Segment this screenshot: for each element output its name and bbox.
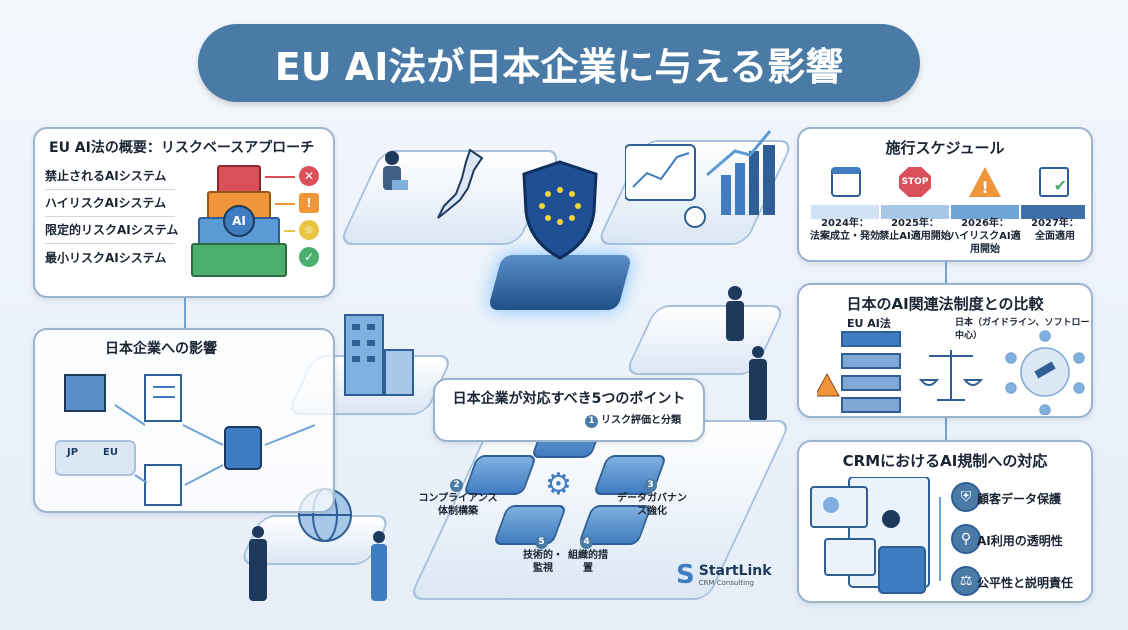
timeline-segment (1021, 205, 1085, 219)
check-icon: ✓ (299, 247, 319, 267)
x-icon: ✕ (299, 166, 319, 186)
schedule-heading: 施行スケジュール (885, 139, 1005, 157)
milestone-2026: 2026年：ハイリスクAI適用開始 (949, 218, 1021, 255)
chart-dashboard-illustration (624, 125, 785, 235)
gear-icon: ⚙ (545, 467, 572, 502)
person-laptop-illustration (378, 150, 408, 210)
crm-item-accountability: 公平性と説明責任 (977, 576, 1074, 590)
overview-panel: EU AI法の概要：リスクベースアプローチ 禁止されるAIシステム ハイリスクA… (33, 127, 335, 298)
comparison-heading: 日本のAI関連法制度との比較 (846, 295, 1044, 313)
japan-label: 日本（ガイドライン、ソフトロー中心） (955, 318, 1090, 341)
connector (945, 262, 947, 283)
crm-panel: CRMにおけるAI規制への対応 ⛨ ⚲ ⚖ 顧客データ保護 AI利用の透明性 公… (797, 440, 1093, 603)
crm-item-transparency: AI利用の透明性 (977, 534, 1063, 548)
milestone-2024: 2024年：法案成立・発効 (810, 218, 880, 242)
eu-label: EU (103, 447, 118, 458)
ai-brain-icon: AI (223, 205, 255, 237)
crm-heading: CRMにおけるAI規制への対応 (842, 452, 1048, 470)
impact-heading: 日本企業への影響 (105, 341, 217, 357)
milestone-2025: 2025年：禁止AI適用開始 (879, 218, 951, 242)
shield-user-icon: ⛨ (951, 482, 981, 512)
tier-label-prohibited: 禁止されるAIシステム (45, 169, 167, 183)
schedule-panel: 施行スケジュール STOP ! ✔ 2024年：法案成立・発効 2025年：禁止… (797, 127, 1093, 262)
warning-icon: ! (299, 193, 319, 213)
businesswoman-illustration (368, 530, 390, 605)
japan-map-illustration (430, 148, 490, 228)
page-title: EU AI法が日本企業に与える影響 (198, 24, 920, 102)
presenter-illustration (720, 285, 750, 345)
timeline-segment (881, 205, 949, 219)
crm-item-data-protection: 顧客データ保護 (977, 492, 1062, 506)
overview-heading: EU AI法の概要：リスクベースアプローチ (49, 140, 315, 156)
connector (184, 298, 186, 328)
jp-label: JP (67, 447, 79, 458)
impact-illustration: JP EU (54, 365, 316, 510)
startlink-logo-mark: S (676, 560, 695, 590)
info-icon: ☼ (299, 220, 319, 240)
scales-icon: ⚖ (951, 566, 981, 596)
startlink-logo: S StartLink CRM Consulting (676, 560, 772, 590)
connector (945, 418, 947, 440)
eu-shield-icon (520, 160, 600, 260)
person-standing-illustration (745, 345, 771, 425)
tier-block-minimal (191, 243, 287, 277)
stop-sign-icon: STOP (899, 167, 931, 197)
magnifier-icon: ⚲ (951, 524, 981, 554)
chip-pedestal (487, 255, 633, 310)
clipboard-check-icon: ✔ (1039, 167, 1069, 197)
crm-screens-illustration (809, 476, 939, 597)
impact-panel: 日本企業への影響 JP EU (33, 328, 335, 513)
comparison-illustration (814, 330, 1087, 416)
office-building-illustration (340, 310, 420, 400)
tier-label-high: ハイリスクAIシステム (45, 196, 167, 210)
businessperson-illustration (246, 525, 270, 605)
timeline-segment (811, 205, 879, 219)
points-heading: 日本企業が対応すべき5つのポイント (452, 391, 686, 407)
tier-label-minimal: 最小リスクAIシステム (45, 251, 167, 265)
warning-icon: ! (969, 167, 1001, 197)
comparison-panel: 日本のAI関連法制度との比較 EU AI法 日本（ガイドライン、ソフトロー中心） (797, 283, 1093, 418)
tier-label-limited: 限定的リスクAIシステム (45, 223, 179, 237)
timeline-segment (951, 205, 1019, 219)
milestone-2027: 2027年：全面適用 (1031, 218, 1079, 242)
eu-ai-act-label: EU AI法 (847, 317, 891, 330)
calendar-icon (831, 167, 861, 197)
